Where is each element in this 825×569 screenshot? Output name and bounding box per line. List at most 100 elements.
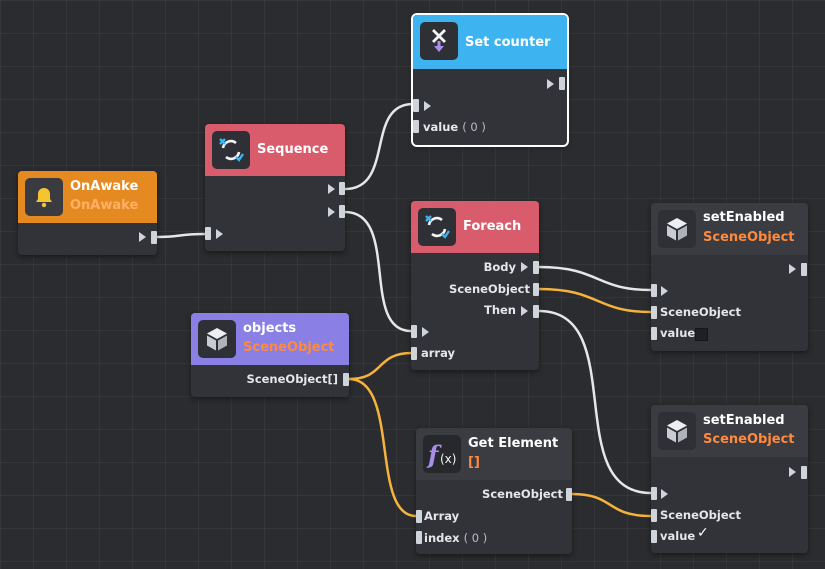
set-variable-icon bbox=[420, 22, 458, 60]
node-header: Set counter bbox=[413, 15, 567, 69]
node-subtitle: SceneObject bbox=[243, 340, 335, 355]
cube-icon bbox=[658, 210, 696, 248]
exec-in-arrow bbox=[216, 229, 223, 239]
value-in-pin[interactable] bbox=[413, 120, 419, 133]
sceneobject-in-pin[interactable] bbox=[651, 306, 657, 319]
wire-onawake-to-sequence[interactable] bbox=[154, 232, 207, 239]
node-header: setEnabled SceneObject bbox=[651, 405, 808, 457]
value-field[interactable]: ( 0 ) bbox=[462, 120, 486, 134]
node-subtitle: [] bbox=[468, 455, 480, 470]
node-title: objects bbox=[243, 321, 297, 336]
exec-out-arrow bbox=[328, 184, 335, 194]
node-subtitle: SceneObject bbox=[703, 432, 795, 447]
exec-out-arrow bbox=[521, 306, 528, 316]
wire-objects-to-getelement-array[interactable] bbox=[347, 377, 418, 518]
node-title: setEnabled bbox=[703, 210, 785, 225]
exec-out-arrow bbox=[521, 262, 528, 272]
exec-out-pin[interactable] bbox=[801, 466, 807, 479]
exec-out-pin[interactable] bbox=[801, 263, 807, 276]
sceneobject-out-pin[interactable] bbox=[533, 283, 539, 296]
sceneobject-label: SceneObject bbox=[660, 305, 741, 319]
array-label: array bbox=[421, 346, 456, 360]
cube-icon bbox=[658, 412, 696, 450]
node-sequence[interactable]: Sequence bbox=[205, 124, 345, 251]
output-pin[interactable] bbox=[566, 488, 572, 501]
exec-out-pin[interactable] bbox=[559, 77, 565, 90]
then-label: Then bbox=[483, 303, 516, 317]
body-out-pin[interactable] bbox=[533, 261, 539, 274]
node-header: Sequence bbox=[205, 124, 345, 176]
node-subtitle: OnAwake bbox=[70, 198, 139, 213]
cube-icon bbox=[198, 320, 236, 358]
exec-out-arrow bbox=[789, 264, 796, 274]
sceneobject-out-label: SceneObject bbox=[449, 282, 530, 296]
node-header: objects SceneObject bbox=[191, 313, 349, 365]
node-header: OnAwake OnAwake bbox=[18, 171, 157, 223]
wire-objects-to-foreach-array[interactable] bbox=[347, 351, 414, 381]
node-title: OnAwake bbox=[70, 179, 139, 194]
sceneobject-label: SceneObject bbox=[660, 508, 741, 522]
array-label: Array bbox=[424, 509, 460, 523]
exec-out-arrow bbox=[547, 79, 554, 89]
wire-foreach-body-to-setenabled1[interactable] bbox=[537, 265, 653, 292]
sequence-icon bbox=[212, 131, 250, 169]
output-pin[interactable] bbox=[343, 373, 349, 386]
node-get-element[interactable]: f(x) Get Element [] SceneObject Array in… bbox=[416, 428, 572, 554]
function-icon: f(x) bbox=[423, 435, 461, 473]
then-out-pin[interactable] bbox=[533, 305, 539, 318]
node-set-counter[interactable]: Set counter value ( 0 ) bbox=[411, 13, 569, 147]
node-title: Foreach bbox=[463, 219, 522, 234]
svg-text:(x): (x) bbox=[440, 452, 456, 466]
exec-out-arrow bbox=[328, 207, 335, 217]
foreach-icon bbox=[418, 208, 456, 246]
value-in-pin[interactable] bbox=[651, 530, 657, 543]
index-field[interactable]: ( 0 ) bbox=[463, 531, 488, 545]
node-title: Sequence bbox=[257, 142, 329, 157]
node-onawake[interactable]: OnAwake OnAwake bbox=[18, 171, 157, 255]
value-label: value ( 0 ) bbox=[423, 120, 486, 134]
value-checkbox[interactable] bbox=[695, 328, 708, 341]
exec-in-pin[interactable] bbox=[411, 325, 417, 338]
output-label: SceneObject bbox=[482, 487, 563, 501]
node-set-enabled-2[interactable]: setEnabled SceneObject SceneObject value… bbox=[651, 405, 808, 553]
exec-in-pin[interactable] bbox=[413, 99, 419, 112]
array-in-pin[interactable] bbox=[416, 510, 422, 523]
sceneobject-in-pin[interactable] bbox=[651, 509, 657, 522]
node-objects[interactable]: objects SceneObject SceneObject[] bbox=[191, 313, 349, 397]
exec-out-pin-1[interactable] bbox=[339, 182, 345, 195]
array-in-pin[interactable] bbox=[411, 347, 417, 360]
wire-sequence-to-setcounter[interactable] bbox=[343, 102, 415, 191]
value-checkmark[interactable]: ✓ bbox=[697, 525, 709, 541]
svg-text:f: f bbox=[426, 440, 442, 469]
body-label: Body bbox=[483, 260, 516, 274]
exec-in-arrow bbox=[661, 489, 668, 499]
exec-in-arrow bbox=[422, 327, 429, 337]
exec-in-arrow bbox=[424, 101, 431, 111]
node-subtitle: SceneObject bbox=[703, 230, 795, 245]
exec-out-pin-2[interactable] bbox=[339, 205, 345, 218]
wire-getelement-to-setenabled2[interactable] bbox=[570, 492, 653, 518]
output-label: SceneObject[] bbox=[246, 372, 338, 386]
index-in-pin[interactable] bbox=[416, 531, 422, 544]
value-label: value bbox=[660, 326, 696, 340]
node-foreach[interactable]: Foreach Body SceneObject Then array bbox=[411, 201, 539, 370]
exec-out-arrow bbox=[139, 232, 146, 242]
value-in-pin[interactable] bbox=[651, 327, 657, 340]
node-header: Foreach bbox=[411, 201, 539, 253]
exec-in-pin[interactable] bbox=[651, 284, 657, 297]
node-set-enabled-1[interactable]: setEnabled SceneObject SceneObject value bbox=[651, 203, 808, 351]
node-title: Get Element bbox=[468, 436, 559, 451]
exec-in-arrow bbox=[661, 286, 668, 296]
index-label: index ( 0 ) bbox=[424, 531, 488, 545]
bell-icon bbox=[25, 178, 63, 216]
exec-out-arrow bbox=[789, 467, 796, 477]
exec-in-pin[interactable] bbox=[205, 227, 211, 240]
node-title: setEnabled bbox=[703, 413, 785, 428]
node-header: setEnabled SceneObject bbox=[651, 203, 808, 255]
value-label: value bbox=[660, 529, 696, 543]
exec-out-pin[interactable] bbox=[151, 231, 157, 244]
exec-in-pin[interactable] bbox=[651, 487, 657, 500]
node-title: Set counter bbox=[465, 35, 551, 50]
wire-foreach-sceneobject-to-setenabled1[interactable] bbox=[537, 287, 653, 314]
wire-sequence-to-foreach[interactable] bbox=[343, 210, 413, 333]
